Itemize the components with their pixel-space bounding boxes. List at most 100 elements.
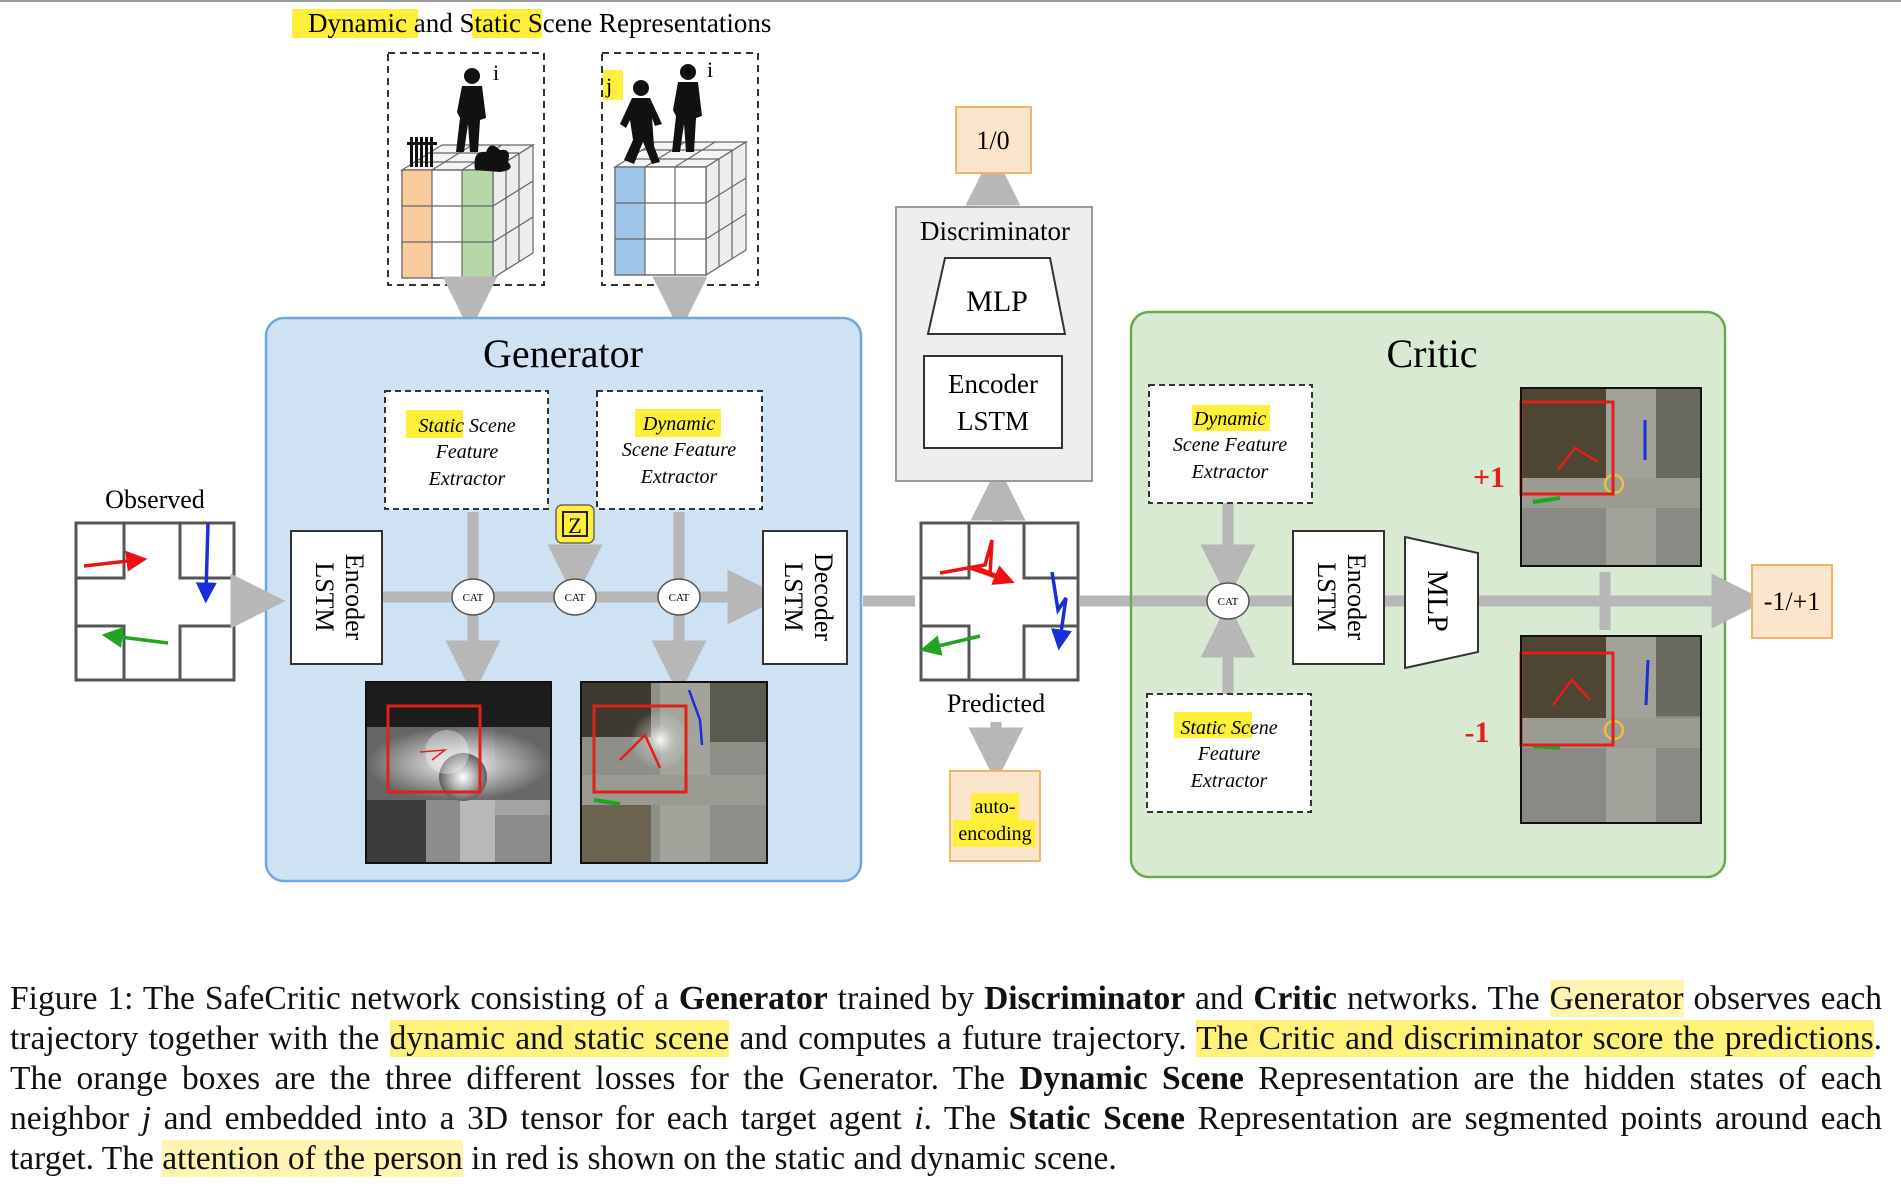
critic-output-box: -1/+1 [1751,564,1833,639]
top-rule [0,0,1901,2]
generator-dynamic-extractor-line1: Dynamic [642,413,715,435]
caption-text: The SafeCritic network consisting of a [133,980,679,1017]
dynamic-attention-map [580,681,768,864]
critic-encoder-line1: Encoder [1342,554,1371,641]
generator-decoder-line1: Decoder [809,553,838,641]
critic-minus-label: -1 [1465,716,1490,749]
caption-variable-j: j [141,1100,152,1137]
generator-encoder-line2: LSTM [310,562,339,631]
observed-label: Observed [105,485,205,514]
critic-positive-sample [1519,387,1702,567]
generator-dynamic-extractor: Dynamic Scene Feature Extractor [596,390,763,510]
generator-block: Generator Encoder LSTM Decoder LSTM Stat… [264,316,863,883]
discriminator-encoder-line1: Encoder [948,369,1038,399]
caption-highlight-generator: Generator [1549,980,1684,1017]
discriminator-mlp-label: MLP [966,285,1028,318]
caption-text: trained by [827,980,985,1017]
generator-decoder-line2: LSTM [779,562,808,631]
cube-left-index: i [493,60,499,85]
autoencoding-box: auto- encoding [949,770,1041,862]
critic-plus-label: +1 [1473,461,1505,494]
critic-static-extractor-line3: Extractor [1190,770,1268,792]
caption-bold-generator: Generator [678,980,828,1017]
discriminator-mlp-trapezoid [926,257,1067,335]
discriminator-output-label: 1/0 [976,126,1009,155]
observed-intersection [74,521,236,682]
scene-representation-title-text: Dynamic and Static Scene Representations [308,8,771,38]
cat-node-dynamic: CAT [657,578,701,616]
critic-encoder-line2: LSTM [1312,562,1341,631]
cat-node-static: CAT [451,578,495,616]
critic-mlp: MLP [1404,535,1479,670]
dynamic-scene-cube: j i [601,52,759,286]
figure-caption: Figure 1: The SafeCritic network consist… [10,979,1882,1179]
generator-static-extractor-line2: Feature [435,441,499,463]
caption-text: observes each trajectory together with t… [10,980,1882,1057]
generator-dynamic-extractor-line2: Scene Feature [622,439,736,461]
safecritic-figure: Dynamic and Static Scene Representations [74,8,1833,883]
caption-text: Representation are segmented points arou… [10,1100,1882,1177]
cube-right-neighbor-index: j [605,73,612,98]
predicted-label: Predicted [947,689,1045,718]
critic-static-extractor: Static Scene Feature Extractor [1146,693,1312,813]
cat-label: CAT [669,592,690,604]
target-pedestrian-icon [672,64,702,152]
generator-static-extractor: Static Scene Feature Extractor [384,390,549,510]
caption-text: networks. The [1337,980,1550,1017]
static-attention-map [365,681,552,864]
generator-encoder-lstm: Encoder LSTM [290,530,383,665]
caption-text: in red is shown on the static and dynami… [462,1140,1117,1177]
title-highlight-dynamic [292,9,418,38]
critic-dynamic-extractor-line3: Extractor [1191,461,1269,483]
generator-title: Generator [483,331,643,376]
discriminator-title: Discriminator [920,216,1070,246]
caption-text: and embedded into a 3D tensor for each t… [151,1100,915,1137]
critic-mlp-label: MLP [1421,570,1454,632]
discriminator-encoder-lstm [923,355,1063,449]
generator-encoder-line1: Encoder [340,554,369,641]
cat-label: CAT [463,592,484,604]
bush-icon [474,145,511,172]
caption-highlight-critic-score: The Critic and discriminator score the p… [1196,1020,1874,1057]
predicted-intersection [919,521,1080,682]
cat-label: CAT [565,592,586,604]
neighbor-pedestrian-icon [620,80,662,164]
caption-text: Representation are the hidden states of … [10,1060,1882,1137]
caption-bold-critic: Critic [1253,980,1338,1017]
caption-text: and [1185,980,1254,1017]
critic-dynamic-extractor-line2: Scene Feature [1173,434,1287,456]
discriminator-block: Discriminator MLP Encoder LSTM [895,206,1093,482]
scene-representation-title: Dynamic and Static Scene Representations [292,8,771,38]
fence-icon [407,137,437,167]
caption-highlight-attention: attention of the person [162,1140,463,1177]
pedestrian-icon [456,68,486,152]
critic-dynamic-extractor: Dynamic Scene Feature Extractor [1148,384,1313,504]
neighbor-index-highlight [603,70,623,100]
critic-encoder-lstm: Encoder LSTM [1292,530,1385,665]
caption-highlight-scene: dynamic and static scene [389,1020,730,1057]
caption-text: . The orange boxes are the three differe… [10,1020,1882,1097]
caption-text: and computes a future trajectory. [729,1020,1197,1057]
caption-bold-static-scene: Static Scene [1008,1100,1185,1137]
caption-figure-number: Figure 1: [10,980,134,1017]
critic-block: Critic Dynamic Scene Feature Extractor S… [1129,310,1767,879]
noise-z-node: Z [555,504,595,544]
caption-bold-discriminator: Discriminator [984,980,1186,1017]
cat-node-noise: CAT [553,578,597,616]
generator-dynamic-extractor-line3: Extractor [640,466,718,488]
title-highlight-static [472,9,542,38]
generator-static-extractor-line1: Static Scene [418,415,515,437]
generator-static-extractor-line3: Extractor [428,468,506,490]
critic-static-extractor-line1: Static Scene [1180,717,1277,739]
generator-decoder-lstm: Decoder LSTM [762,530,848,665]
noise-z-label: Z [568,513,581,538]
critic-dynamic-extractor-line1: Dynamic [1193,408,1266,430]
critic-output-label: -1/+1 [1764,587,1821,616]
caption-bold-dynamic-scene: Dynamic Scene [1019,1060,1244,1097]
discriminator-output-box: 1/0 [955,106,1032,174]
cat-label: CAT [1218,596,1239,608]
static-scene-cube: i [387,52,545,286]
critic-title: Critic [1386,331,1477,376]
autoencoding-line2: encoding [958,823,1031,845]
critic-cat-node: CAT [1206,582,1250,620]
